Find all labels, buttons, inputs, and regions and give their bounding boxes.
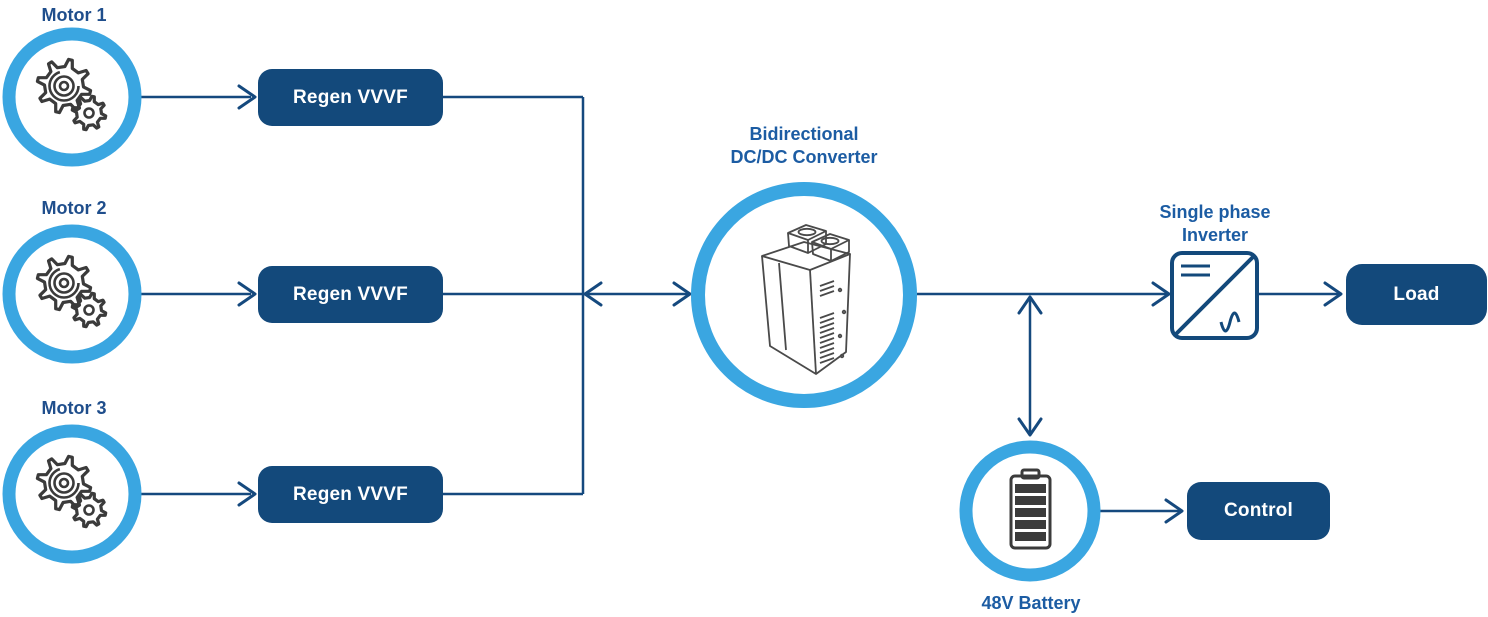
inverter-label-line2: Inverter <box>1181 225 1249 245</box>
vvvf1-box: Regen VVVF <box>258 69 443 126</box>
inverter-label-line1: Single phase <box>1159 202 1271 222</box>
battery-icon <box>1009 468 1052 550</box>
arrowhead-to-control <box>1164 498 1184 524</box>
motor2-ring <box>2 224 142 364</box>
arrowhead-to-dclink <box>1017 295 1043 315</box>
motor3-ring <box>2 424 142 564</box>
motor1-ring <box>2 27 142 167</box>
arrowhead-to-battery <box>1017 417 1043 437</box>
arrowhead-to-converter <box>672 281 692 307</box>
arrowheads <box>237 84 1343 524</box>
arrowhead-to-bus <box>583 281 603 307</box>
control-box: Control <box>1187 482 1330 540</box>
arrowhead-to-load <box>1323 281 1343 307</box>
connector-lines <box>140 95 1339 513</box>
arrowhead-to-vvvf3 <box>237 481 257 507</box>
arrowhead-to-vvvf2 <box>237 281 257 307</box>
converter-label-line2: DC/DC Converter <box>730 147 878 167</box>
motor3-gears-icon <box>35 454 108 529</box>
converter-label-line1: Bidirectional <box>749 124 859 144</box>
node-rings <box>2 27 1101 582</box>
vvvf3-box: Regen VVVF <box>258 466 443 523</box>
converter-unit-icon <box>761 224 851 375</box>
battery-ring <box>959 440 1101 582</box>
vvvf2-box: Regen VVVF <box>258 266 443 323</box>
motor3-label: Motor 3 <box>41 398 107 418</box>
arrowhead-to-vvvf1 <box>237 84 257 110</box>
arrowhead-to-inverter <box>1151 281 1171 307</box>
inverter-label: Single phase Inverter <box>1115 201 1315 247</box>
motor1-label: Motor 1 <box>41 5 107 25</box>
load-box: Load <box>1346 264 1487 325</box>
motor2-label: Motor 2 <box>41 198 107 218</box>
battery-label: 48V Battery <box>981 593 1081 613</box>
motor2-gears-icon <box>35 254 108 329</box>
converter-label: Bidirectional DC/DC Converter <box>654 123 954 169</box>
inverter-icon <box>1170 251 1259 340</box>
motor1-gears-icon <box>35 57 108 132</box>
converter-ring <box>691 182 917 408</box>
